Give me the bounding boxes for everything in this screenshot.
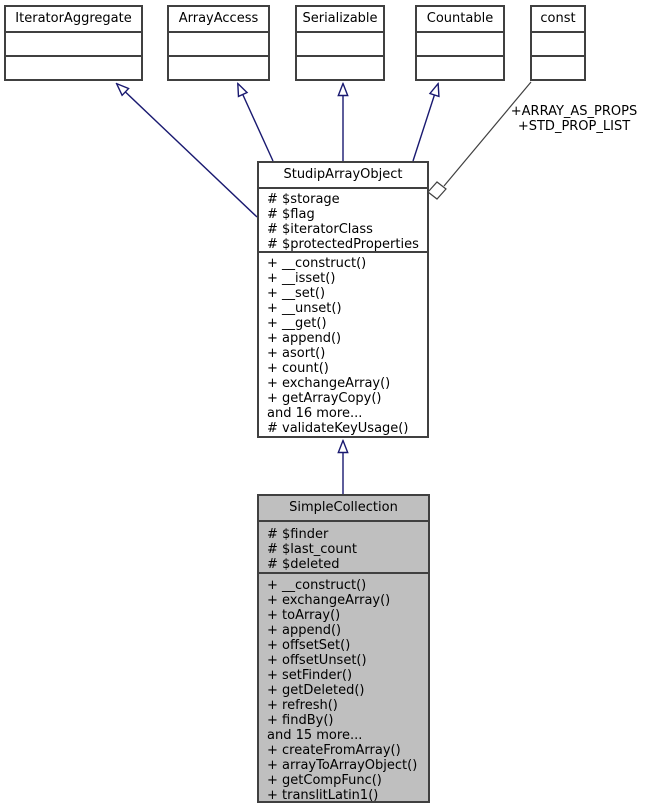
class-box-arrayaccess[interactable]: ArrayAccess bbox=[167, 5, 270, 81]
attribute-line: # $storage bbox=[267, 192, 340, 207]
method-line: + append() bbox=[267, 623, 342, 638]
method-line: + getDeleted() bbox=[267, 683, 365, 698]
inheritance-edge-arrayaccess bbox=[238, 84, 274, 162]
methods-compartment-empty bbox=[6, 55, 141, 79]
method-line: + refresh() bbox=[267, 698, 338, 713]
method-line: and 16 more... bbox=[267, 406, 363, 421]
usage-edge-const bbox=[443, 81, 532, 187]
methods-compartment-empty bbox=[169, 55, 268, 79]
method-line: + __isset() bbox=[267, 271, 336, 286]
attributes-compartment-empty bbox=[297, 31, 383, 55]
class-name: StudipArrayObject bbox=[283, 167, 403, 182]
method-line: + asort() bbox=[267, 346, 326, 361]
class-box-countable[interactable]: Countable bbox=[415, 5, 505, 81]
methods-compartment-empty bbox=[297, 55, 383, 79]
attributes-compartment-empty bbox=[6, 31, 141, 55]
method-line: + getArrayCopy() bbox=[267, 391, 382, 406]
attribute-line: # $protectedProperties bbox=[267, 237, 419, 251]
inheritance-edge-countable bbox=[412, 84, 438, 162]
attributes-compartment: # $finder# $last_count# $deleted bbox=[259, 520, 428, 572]
method-line: + count() bbox=[267, 361, 329, 376]
class-name: const bbox=[540, 11, 576, 26]
method-line: + offsetSet() bbox=[267, 638, 351, 653]
methods-compartment: + __construct()+ exchangeArray()+ toArra… bbox=[259, 572, 428, 801]
usage-edge-label-line1: +ARRAY_AS_PROPS bbox=[510, 104, 638, 119]
method-line: + createFromArray() bbox=[267, 743, 401, 758]
methods-compartment: + __construct()+ __isset()+ __set()+ __u… bbox=[259, 251, 427, 436]
attribute-line: # $finder bbox=[267, 527, 329, 542]
open-diamond-icon bbox=[427, 181, 447, 200]
method-line: + offsetUnset() bbox=[267, 653, 367, 668]
method-line: # validateKeyUsage() bbox=[267, 421, 409, 436]
method-line: + getCompFunc() bbox=[267, 773, 382, 788]
class-name: Serializable bbox=[302, 11, 378, 26]
method-line: + __set() bbox=[267, 286, 326, 301]
method-line: + __construct() bbox=[267, 578, 367, 593]
class-name: ArrayAccess bbox=[178, 11, 259, 26]
method-line: + __construct() bbox=[267, 256, 367, 271]
usage-edge-label: +ARRAY_AS_PROPS +STD_PROP_LIST bbox=[500, 104, 645, 134]
method-line: + arrayToArrayObject() bbox=[267, 758, 418, 773]
method-line: + exchangeArray() bbox=[267, 593, 391, 608]
method-line: + exchangeArray() bbox=[267, 376, 391, 391]
method-line: + setFinder() bbox=[267, 668, 353, 683]
class-box-iteratoraggregate[interactable]: IteratorAggregate bbox=[4, 5, 143, 81]
class-name: SimpleCollection bbox=[289, 500, 398, 515]
class-box-serializable[interactable]: Serializable bbox=[295, 5, 385, 81]
methods-compartment-empty bbox=[417, 55, 503, 79]
attributes-compartment-empty bbox=[532, 31, 584, 55]
class-box-const[interactable]: const bbox=[530, 5, 586, 81]
attribute-line: # $deleted bbox=[267, 557, 340, 572]
attribute-line: # $flag bbox=[267, 207, 315, 222]
method-line: + __unset() bbox=[267, 301, 342, 316]
method-line: + toArray() bbox=[267, 608, 341, 623]
class-name: Countable bbox=[426, 11, 494, 26]
method-line: + translitLatin1() bbox=[267, 788, 379, 801]
attributes-compartment-empty bbox=[169, 31, 268, 55]
method-line: + findBy() bbox=[267, 713, 334, 728]
inheritance-edge-iteratoraggregate bbox=[117, 84, 258, 218]
attributes-compartment: # $storage# $flag# $iteratorClass# $prot… bbox=[259, 187, 427, 251]
attribute-line: # $last_count bbox=[267, 542, 357, 557]
methods-compartment-empty bbox=[532, 55, 584, 79]
class-name: IteratorAggregate bbox=[15, 11, 132, 26]
attributes-compartment-empty bbox=[417, 31, 503, 55]
method-line: + append() bbox=[267, 331, 342, 346]
class-box-simplecollection[interactable]: SimpleCollection # $finder# $last_count#… bbox=[257, 494, 430, 803]
method-line: and 15 more... bbox=[267, 728, 363, 743]
method-line: + __get() bbox=[267, 316, 327, 331]
class-box-studiparrayobject[interactable]: StudipArrayObject # $storage# $flag# $it… bbox=[257, 161, 429, 438]
attribute-line: # $iteratorClass bbox=[267, 222, 373, 237]
usage-edge-label-line2: +STD_PROP_LIST bbox=[517, 119, 631, 134]
